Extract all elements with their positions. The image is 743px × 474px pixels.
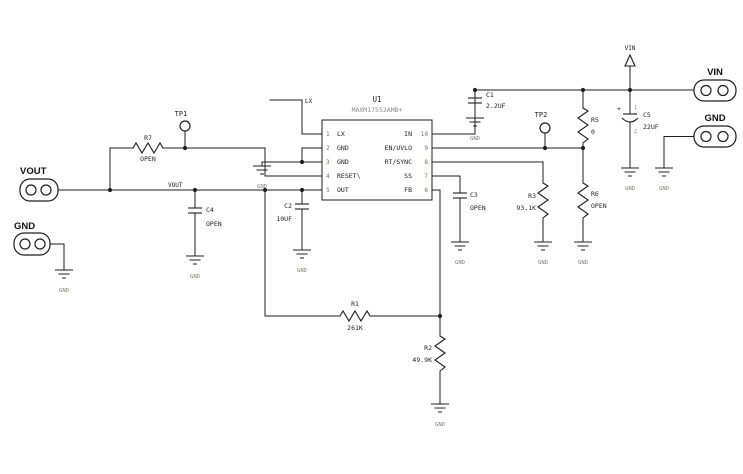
connector-vin: VIN [693,67,737,102]
gnd-label: GND [297,268,307,274]
c4-value: OPEN [206,220,222,228]
u1-pin-num-2: 2 [326,145,330,152]
c5-refdes: C5 [643,111,651,119]
resistor-r2: R2 49.9K [412,335,447,372]
r6-refdes: R6 [591,190,599,198]
gnd-label: GND [257,184,267,190]
c5-plus-mark: + [617,105,621,113]
ground-u1-pins: GND [252,161,272,190]
c2-value: 10UF [276,215,292,223]
u1-pin-name-enuvlo: EN/UVLO [385,144,412,152]
capacitor-c4: C4 OPEN [188,206,222,228]
junction-dots [107,87,633,319]
gnd-label: GND [455,260,465,266]
testpoint-tp1: TP1 [175,110,191,132]
u1-pin-name-out: OUT [337,186,349,194]
r3-refdes: R3 [528,192,536,200]
gnd-label: GND [59,288,69,294]
r5-refdes: R5 [591,116,599,124]
u1-pin-num-9: 9 [424,145,428,152]
connector-gnd-right: GND [693,113,737,148]
u1-pin-num-7: 7 [424,173,428,180]
connector-gnd-left: GND [13,221,51,256]
gnd-right-port-label: GND [704,113,725,124]
c5-pin2-num: 2 [634,129,637,135]
ground-c5: GND [620,163,640,192]
ground-r6: GND [573,237,593,266]
r5-value: 0 [591,128,595,136]
r7-refdes: R7 [144,134,152,142]
c1-value: 2.2UF [486,102,506,110]
vin-net-label: VIN [625,45,636,52]
r3-value: 93.1K [516,204,536,212]
u1-pin-num-4: 4 [326,173,330,180]
ground-c3: GND [450,237,470,266]
u1-pin-name-lx: LX [337,130,345,138]
r6-value: OPEN [591,202,607,210]
u1-pin-name-rtsync: RT/SYNC [385,158,412,166]
capacitor-c2: C2 10UF [276,202,309,223]
u1-pin-name-reset: RESET\ [337,172,361,180]
gnd-label: GND [578,260,588,266]
u1-pin-name-gnd2: GND [337,144,349,152]
c3-value: OPEN [470,204,486,212]
testpoint-tp2: TP2 [535,111,551,134]
u1-refdes: U1 [372,95,381,104]
r1-refdes: R1 [351,300,359,308]
ground-c2: GND [292,245,312,274]
ground-conn-right: GND [654,163,674,192]
vin-port-label: VIN [707,67,723,78]
gnd-label: GND [659,186,669,192]
ground-r3: GND [533,237,553,266]
vout-net-label: VOUT [168,182,183,189]
capacitor-c3: C3 OPEN [453,191,486,212]
u1-pin-num-8: 8 [424,159,428,166]
u1-pin-num-10: 10 [421,131,429,138]
gnd-label: GND [625,186,635,192]
resistor-r5: R5 0 [577,107,599,144]
vout-port-label: VOUT [20,166,47,177]
u1-pin-name-fb: FB [404,186,412,194]
r1-value: 261K [347,324,363,332]
c1-refdes: C1 [486,91,494,99]
r2-refdes: R2 [424,344,432,352]
c5-value: 22UF [643,123,659,131]
tp1-label: TP1 [175,110,188,118]
resistor-r7: R7 OPEN [132,134,164,163]
ground-c1: GND [465,113,485,142]
gnd-label: GND [435,422,445,428]
u1-pin-num-1: 1 [326,131,330,138]
u1-pin-num-5: 5 [326,187,330,194]
ic-u1: U1 MAXM17552AMB+ 1 2 3 4 5 LX GND GND RE… [321,95,433,201]
c2-refdes: C2 [284,202,292,210]
c5-pin1-num: 1 [634,105,637,111]
c4-refdes: C4 [206,206,214,214]
connector-vout: VOUT [19,166,59,202]
ground-r2: GND [430,399,450,428]
capacitor-c1: C1 2.2UF [468,91,506,110]
gnd-label: GND [190,274,200,280]
resistor-r3: R3 93.1K [516,182,550,219]
c3-refdes: C3 [470,191,478,199]
u1-pin-name-ss: SS [404,172,412,180]
u1-pin-name-in: IN [404,130,412,138]
gnd-label: GND [470,136,480,142]
gnd-label: GND [538,260,548,266]
capacitor-c5: + 1 2 C5 22UF [617,105,659,135]
tp2-label: TP2 [535,111,548,119]
wire-net [49,65,695,401]
u1-pin-num-3: 3 [326,159,330,166]
u1-pin-num-6: 6 [424,187,428,194]
ground-conn-left: GND [54,265,74,294]
lx-net-label: LX [305,98,313,105]
r7-value: OPEN [140,155,156,163]
u1-part-number: MAXM17552AMB+ [352,106,403,114]
vin-power-port: VIN [624,45,636,67]
ground-c4: GND [185,251,205,280]
resistor-r6: R6 OPEN [577,182,607,219]
u1-pin-name-gnd3: GND [337,158,349,166]
resistor-r1: R1 261K [339,300,371,332]
gnd-left-port-label: GND [14,221,35,232]
r2-value: 49.9K [412,356,432,364]
